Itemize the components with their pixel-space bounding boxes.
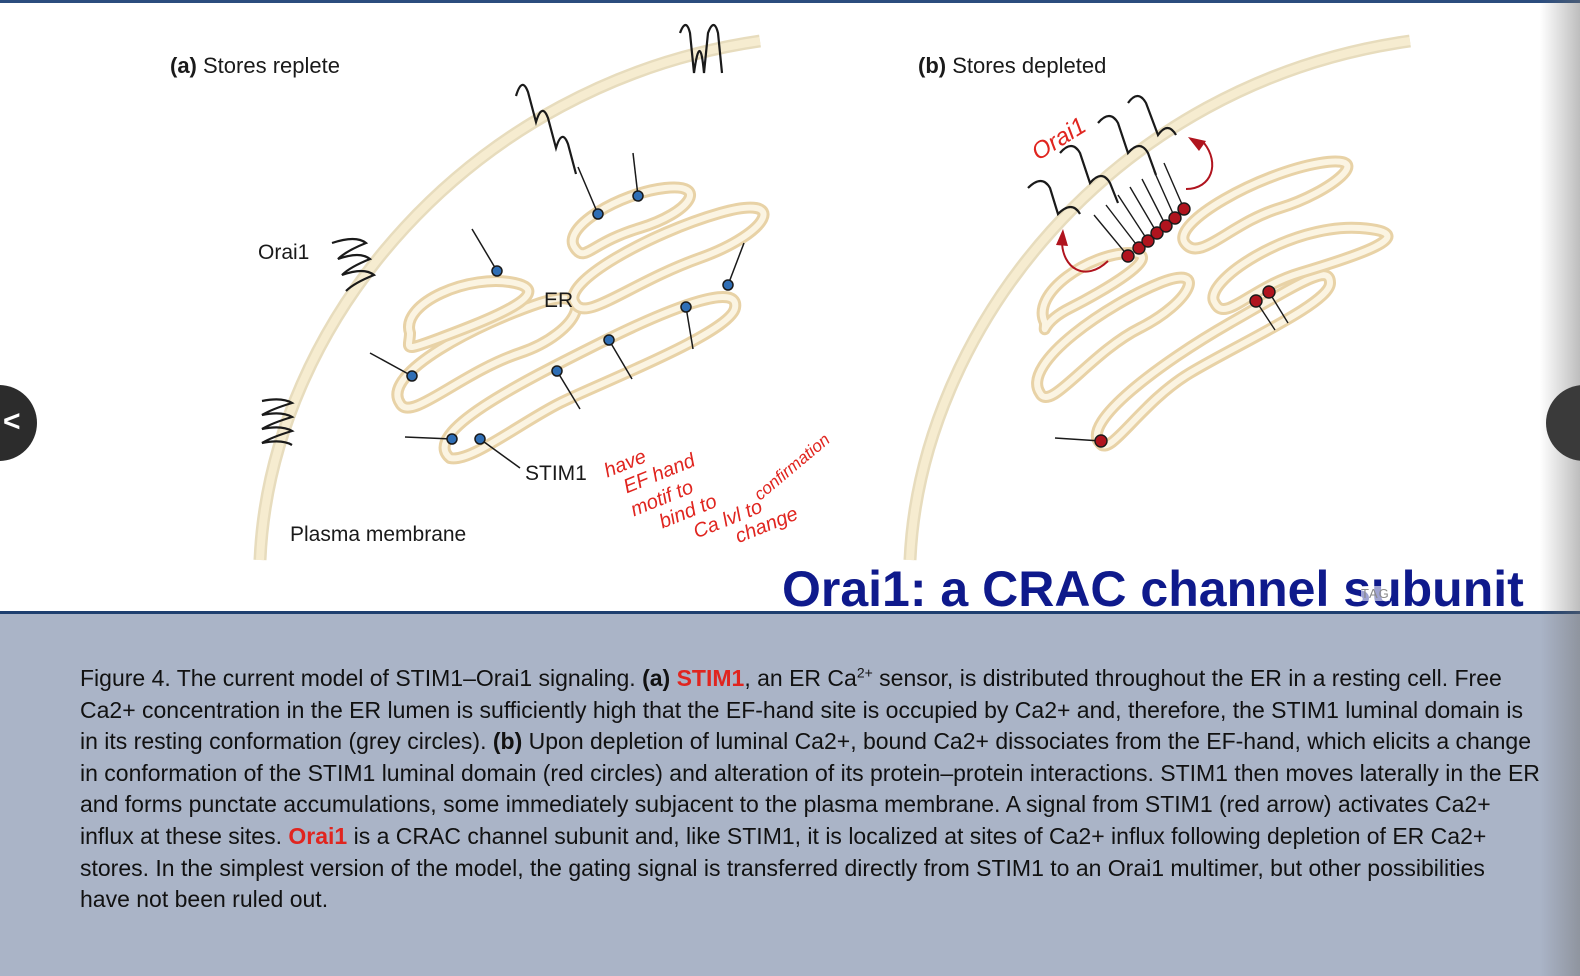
top-border <box>0 0 1580 3</box>
panel-divider <box>0 611 1580 614</box>
orai-cluster-b <box>1027 94 1177 217</box>
stim1-molecules-a <box>369 152 745 469</box>
orai-channel-a4 <box>678 23 724 74</box>
orai-channel-a3 <box>514 83 578 175</box>
plasma-membrane-b <box>903 34 1411 561</box>
title-tag: TAG <box>1361 586 1390 601</box>
handwritten-confirmation: confirmation <box>750 430 833 504</box>
label-plasma-membrane: Plasma membrane <box>290 523 466 546</box>
orai-channel-a2 <box>331 237 377 292</box>
caption-term-stim1: STIM1 <box>676 665 745 691</box>
label-er: ER <box>544 289 573 312</box>
orai-channel-a1 <box>261 398 295 446</box>
panel-b-title: (b) Stores depleted <box>918 53 1106 78</box>
er-folds-a <box>391 181 770 465</box>
caption-term-orai1: Orai1 <box>288 822 348 849</box>
panel-b: (b) Stores depleted <box>903 34 1411 561</box>
panel-a: (a) Stores replete Orai1 ER STIM1 Plasma… <box>170 23 770 561</box>
label-stim1: STIM1 <box>525 462 587 485</box>
stim1-isolated-b <box>1054 285 1289 448</box>
label-orai1: Orai1 <box>258 241 309 264</box>
stim1-punctum-b <box>1093 162 1191 263</box>
chevron-left-icon: < <box>3 405 21 438</box>
figure-caption: Figure 4. The current model of STIM1–Ora… <box>80 664 1540 913</box>
figure-svg: (a) Stores replete Orai1 ER STIM1 Plasma… <box>170 23 1411 561</box>
signal-arrows-b <box>1056 137 1214 273</box>
slide-title: Orai1: a CRAC channel subunit <box>782 561 1524 611</box>
er-folds-b <box>1031 155 1394 452</box>
figure-panel: (a) Stores replete Orai1 ER STIM1 Plasma… <box>0 3 1580 611</box>
panel-a-title: (a) Stores replete <box>170 53 340 78</box>
